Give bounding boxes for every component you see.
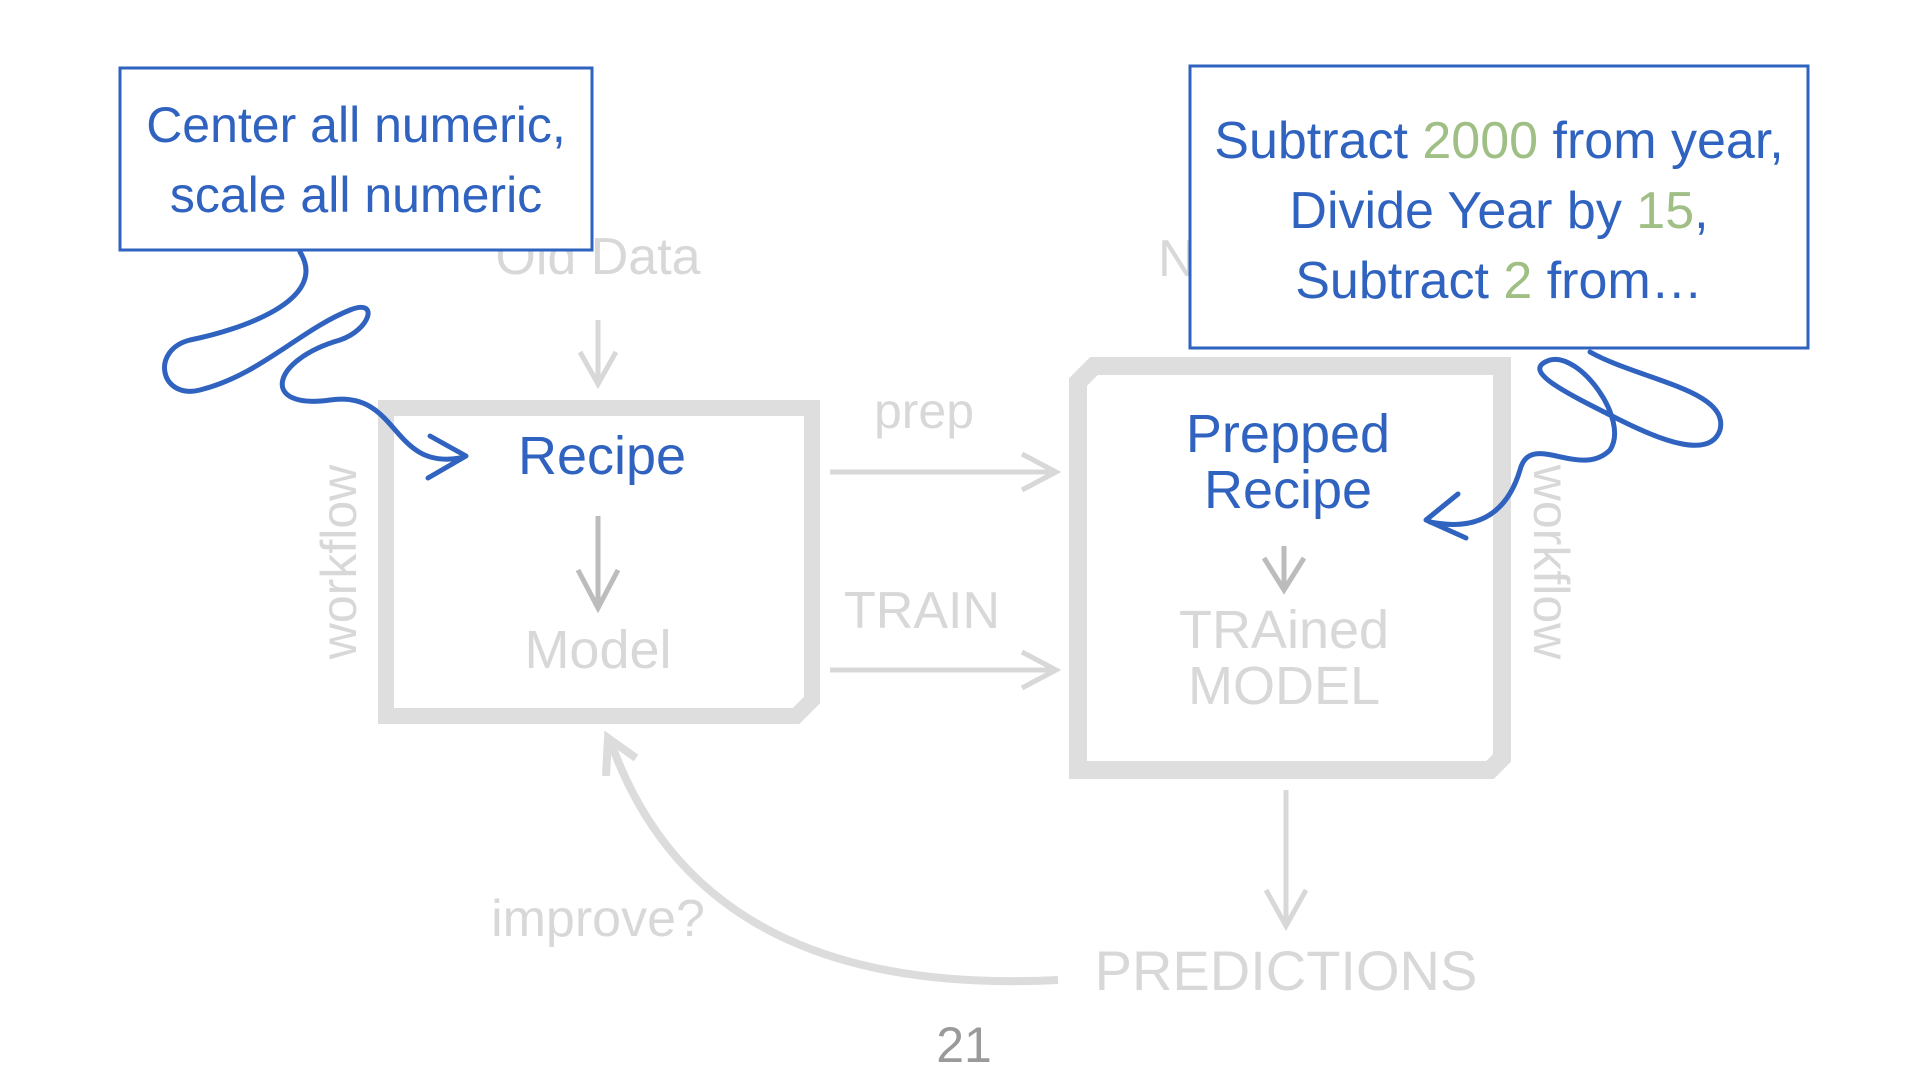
right-callout-line2-a: Divide Year by: [1289, 182, 1636, 240]
arrow-train: [830, 649, 1062, 691]
workflow-label-left: workflow: [311, 464, 367, 660]
recipe-label: Recipe: [518, 426, 686, 486]
prep-label: prep: [874, 383, 974, 439]
right-workflow-box: [1069, 357, 1511, 779]
right-callout-line3-a: Subtract: [1295, 252, 1503, 310]
arrow-prepped-to-trained: [1261, 546, 1307, 595]
train-label: TRAIN: [844, 582, 1000, 640]
right-callout-line2-num: 15: [1636, 182, 1694, 240]
left-squiggle-arrow: [162, 249, 469, 481]
arrow-prep: [830, 451, 1062, 493]
right-callout: Subtract 2000 from year, Divide Year by …: [1188, 64, 1810, 350]
arrow-to-predictions: [1263, 790, 1309, 932]
left-callout: Center all numeric, scale all numeric: [118, 66, 594, 252]
left-callout-line2: scale all numeric: [170, 167, 542, 223]
right-callout-line2-b: ,: [1694, 182, 1708, 240]
left-callout-line1: Center all numeric,: [146, 97, 566, 153]
improve-arrow: [602, 730, 1059, 986]
prepped-recipe-line1: Prepped: [1186, 404, 1390, 464]
arrow-recipe-to-model: [575, 516, 621, 614]
right-callout-line1-num: 2000: [1422, 112, 1538, 170]
page-number: 21: [936, 1017, 992, 1073]
trained-model-line2: MODEL: [1188, 656, 1380, 716]
arrow-old-data-to-recipe: [577, 320, 619, 390]
prepped-recipe-line2: Recipe: [1204, 460, 1372, 520]
right-callout-line3-b: from…: [1532, 252, 1702, 310]
right-callout-line3: Subtract 2 from…: [1295, 252, 1702, 310]
right-callout-line1-a: Subtract: [1214, 112, 1422, 170]
right-callout-line2: Divide Year by 15,: [1289, 182, 1708, 240]
model-label: Model: [524, 620, 671, 680]
right-squiggle-arrow: [1423, 349, 1724, 541]
trained-model-line1: TRAined: [1179, 600, 1389, 660]
left-workflow-box: [378, 400, 820, 724]
right-callout-line3-num: 2: [1503, 252, 1532, 310]
workflow-label-right: workflow: [1523, 464, 1579, 660]
right-callout-line1-b: from year,: [1538, 112, 1784, 170]
right-callout-line1: Subtract 2000 from year,: [1214, 112, 1783, 170]
improve-label: improve?: [491, 890, 705, 948]
predictions-label: PREDICTIONS: [1095, 939, 1478, 1002]
